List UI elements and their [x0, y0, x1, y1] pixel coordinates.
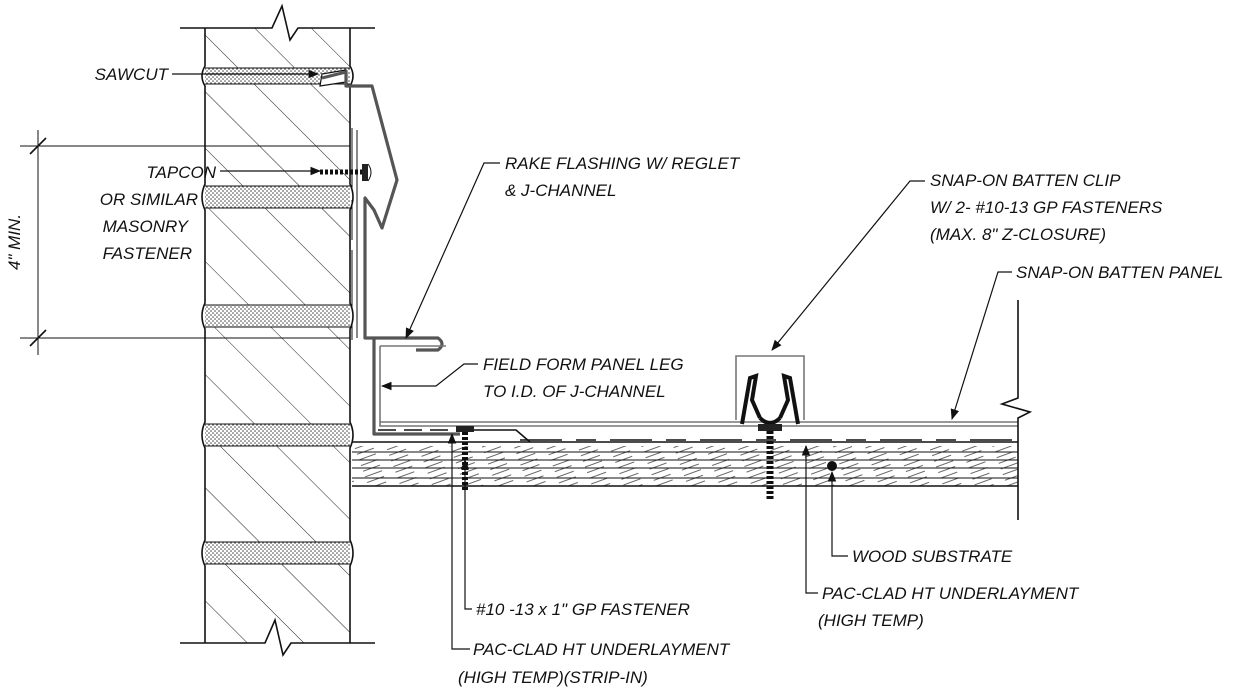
label-wood-substrate: WOOD SUBSTRATE: [852, 547, 1013, 566]
label-clip-line3: (MAX. 8" Z-CLOSURE): [930, 225, 1106, 244]
mortar-joint: [205, 305, 350, 327]
tapcon-fastener: [320, 163, 372, 182]
label-rake-line2: & J-CHANNEL: [505, 181, 616, 200]
label-tapcon-line1: TAPCON: [146, 163, 216, 182]
panel-leg: [379, 346, 1018, 427]
label-tapcon-line2: OR SIMILAR: [100, 190, 198, 209]
mortar-joint: [205, 542, 350, 564]
label-tapcon-line3: MASONRY: [103, 217, 190, 236]
label-underlay-line1: PAC-CLAD HT UNDERLAYMENT: [822, 584, 1080, 603]
label-field-line2: TO I.D. OF J-CHANNEL: [483, 382, 666, 401]
rake-flashing: [321, 70, 444, 352]
mortar-joint: [205, 186, 350, 208]
roof-panel: [352, 355, 1018, 443]
break-line-right: [999, 300, 1033, 520]
label-clip-line1: SNAP-ON BATTEN CLIP: [930, 171, 1121, 190]
substrate-marker: [827, 461, 837, 471]
label-field-line1: FIELD FORM PANEL LEG: [483, 355, 684, 374]
label-dimension: 4" MIN.: [5, 214, 24, 270]
gp-fastener-screw: [456, 426, 474, 490]
mortar-joint: [205, 424, 350, 446]
masonry-wall: [180, 0, 375, 692]
label-batten-panel: SNAP-ON BATTEN PANEL: [1016, 263, 1223, 282]
label-clip-line2: W/ 2- #10-13 GP FASTENERS: [930, 198, 1163, 217]
label-tapcon-line4: FASTENER: [103, 244, 192, 263]
label-strip-line2: (HIGH TEMP)(STRIP-IN): [458, 668, 648, 687]
label-gp-fastener: #10 -13 x 1" GP FASTENER: [476, 600, 690, 619]
label-strip-line1: PAC-CLAD HT UNDERLAYMENT: [473, 640, 731, 659]
batten-cap: [735, 355, 805, 420]
batten-clip-screw: [758, 424, 782, 500]
break-line-bottom: [180, 617, 375, 657]
label-sawcut: SAWCUT: [95, 65, 170, 84]
dimension-4in: [20, 130, 350, 355]
break-line-top: [180, 3, 375, 42]
label-underlay-line2: (HIGH TEMP): [818, 611, 924, 630]
label-rake-line1: RAKE FLASHING W/ REGLET: [505, 154, 741, 173]
batten-clip: [740, 373, 800, 425]
